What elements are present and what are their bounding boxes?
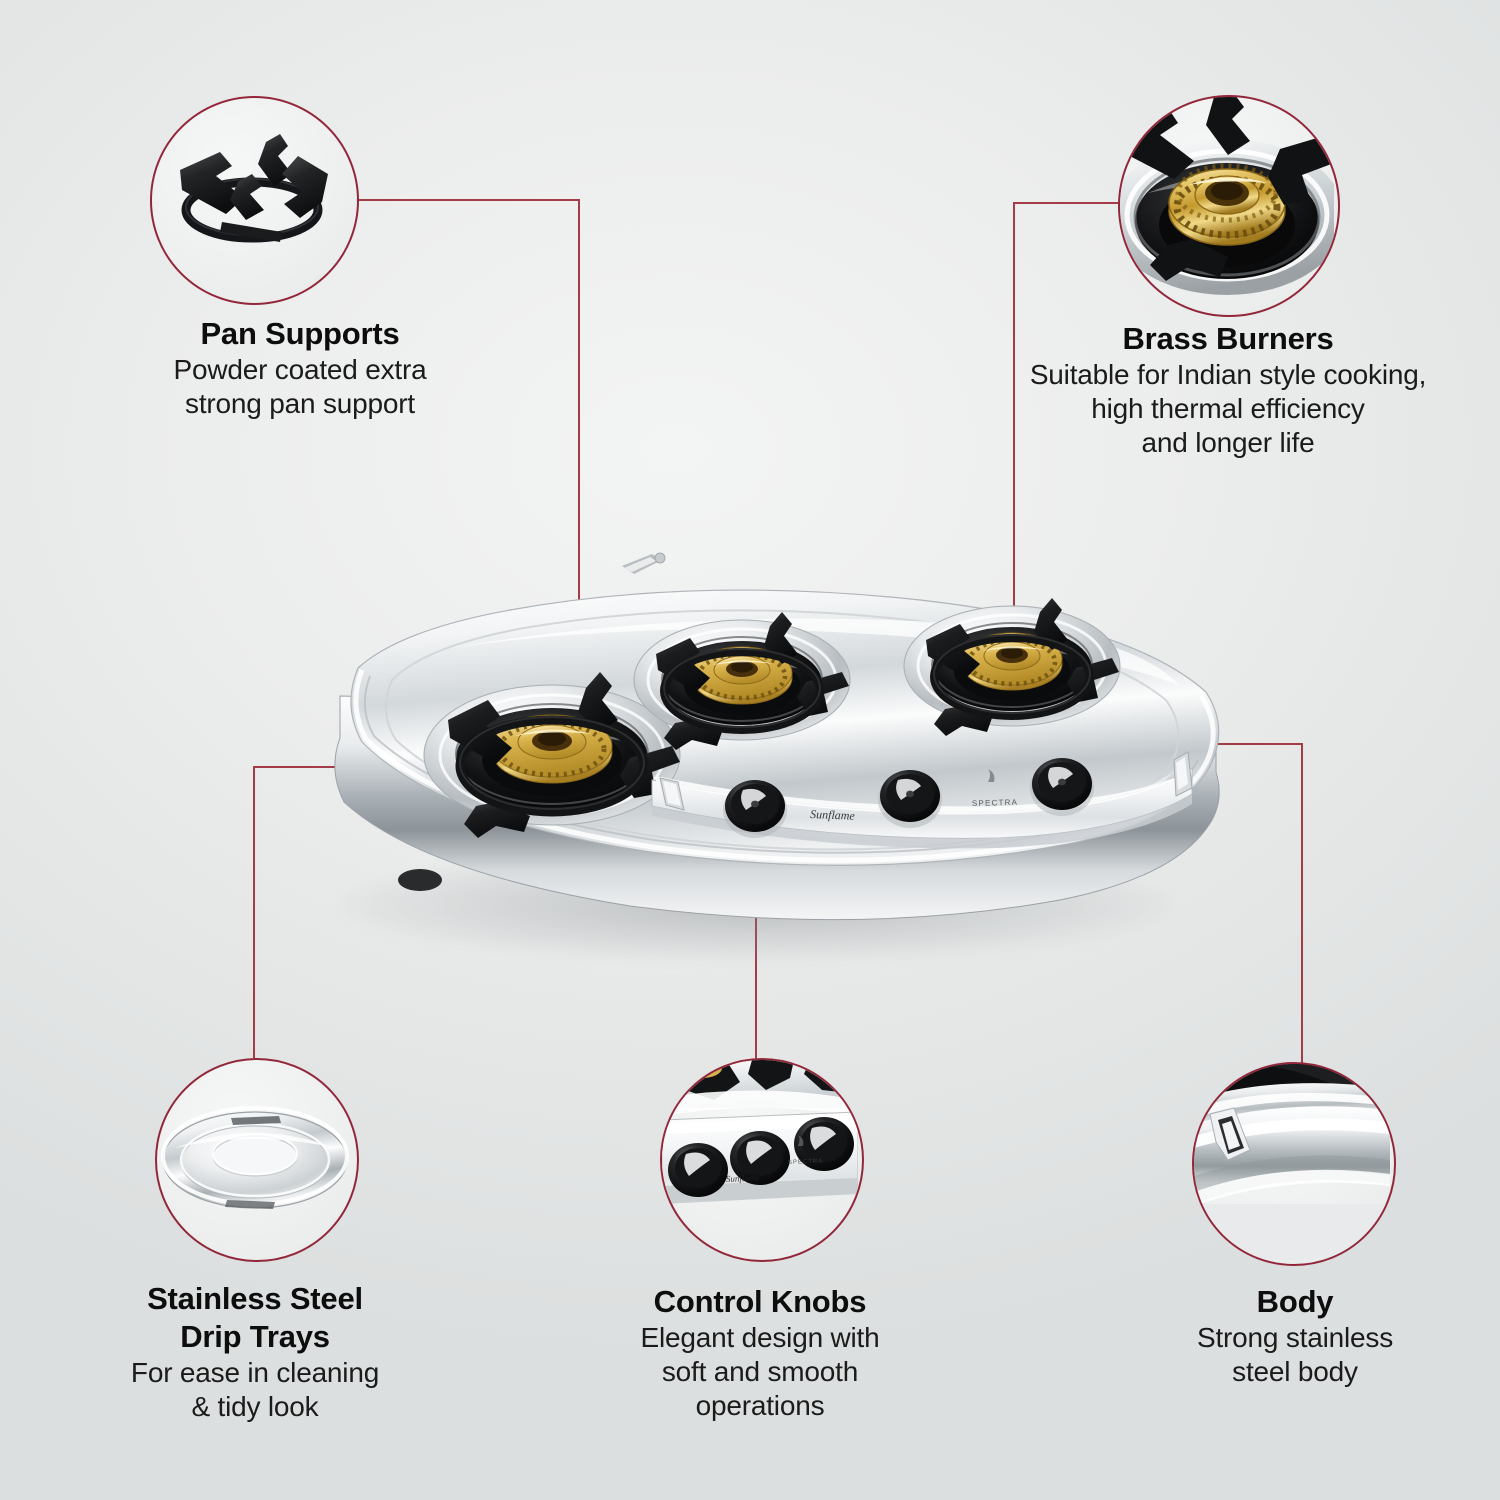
callout-desc-drip-trays-line1: For ease in cleaning [130,1357,380,1388]
callout-desc-brass-burners-line1: Suitable for Indian style cooking, [1029,359,1427,390]
model-mark-text: SPECTRA [972,798,1018,808]
pan-support-back-right [926,598,1119,736]
connector-control-knobs-vertical [755,800,757,1060]
control-knob-3 [1030,758,1094,816]
callout-bubble-control-knobs: Sunflame SPECTRA [660,1058,864,1262]
connector-pan-supports-vertical [578,199,580,687]
control-knobs-closeup-icon: Sunflame SPECTRA [662,1060,859,1204]
stainless-body-closeup-icon [1194,1064,1390,1260]
callout-desc-pan-supports-line2: strong pan support [185,388,415,419]
connector-drip-trays-vertical [253,766,255,1058]
callout-title-body: Body [1256,1284,1334,1319]
callout-title-pan-supports: Pan Supports [200,316,400,351]
closeup-knob-2 [730,1131,790,1185]
pan-support-front-left [448,672,680,838]
connector-brass-burners-vertical [1013,202,1015,658]
connector-body-vertical [1301,743,1303,1063]
connector-brass-burners-horizontal [1013,202,1123,204]
control-panel: Sunflame SPECTRA [651,751,1193,849]
connector-pan-supports-horizontal [348,199,580,201]
callout-title-drip-trays-line2: Drip Trays [180,1319,330,1354]
pan-support-trivet-icon [180,134,328,243]
gas-inlet-nipple [622,552,666,574]
callout-bubble-pan-supports [150,96,359,305]
callout-desc-brass-burners-line2: high thermal efficiency [1091,393,1365,424]
callout-title-brass-burners: Brass Burners [1122,321,1334,356]
callout-desc-brass-burners-line3: and longer life [1141,427,1315,458]
caption-brass-burners: Brass Burners Suitable for Indian style … [1000,320,1456,460]
callout-desc-control-knobs-line3: operations [695,1390,825,1421]
callout-desc-drip-trays-line2: & tidy look [191,1391,319,1422]
callout-bubble-brass-burners [1118,95,1340,317]
caption-control-knobs: Control Knobs Elegant design with soft a… [580,1283,940,1423]
pan-support-back-center [656,612,849,750]
caption-body: Body Strong stainless steel body [1130,1283,1460,1389]
callout-desc-pan-supports-line1: Powder coated extra [173,354,427,385]
closeup-knob-1 [668,1143,728,1197]
gas-stove-product-image: Sunflame SPECTRA [300,520,1230,960]
closeup-brand-mark: Sunflame [726,1173,760,1184]
callout-desc-control-knobs-line1: Elegant design with [640,1322,880,1353]
burner-back-right [903,598,1121,736]
caption-drip-trays: Stainless Steel Drip Trays For ease in c… [55,1280,455,1424]
closeup-model-mark: SPECTRA [788,1159,824,1166]
brand-mark-text: Sunflame [810,807,856,823]
drip-tray-icon [161,1106,349,1209]
callout-desc-body-line2: steel body [1232,1356,1358,1387]
callout-desc-control-knobs-line2: soft and smooth [661,1356,859,1387]
callout-title-drip-trays-line1: Stainless Steel [147,1281,363,1316]
burner-front-left [423,672,681,838]
callout-bubble-drip-trays [155,1058,359,1262]
caption-pan-supports: Pan Supports Powder coated extra strong … [60,315,540,421]
callout-title-control-knobs: Control Knobs [653,1284,867,1319]
control-knob-1 [723,780,787,838]
brass-burner-closeup-icon [1120,97,1338,295]
control-knob-2 [878,770,942,828]
callout-bubble-body [1192,1062,1396,1266]
burner-back-center [633,612,851,750]
closeup-knob-3 [794,1117,854,1171]
callout-desc-body-line1: Strong stainless [1196,1322,1393,1353]
